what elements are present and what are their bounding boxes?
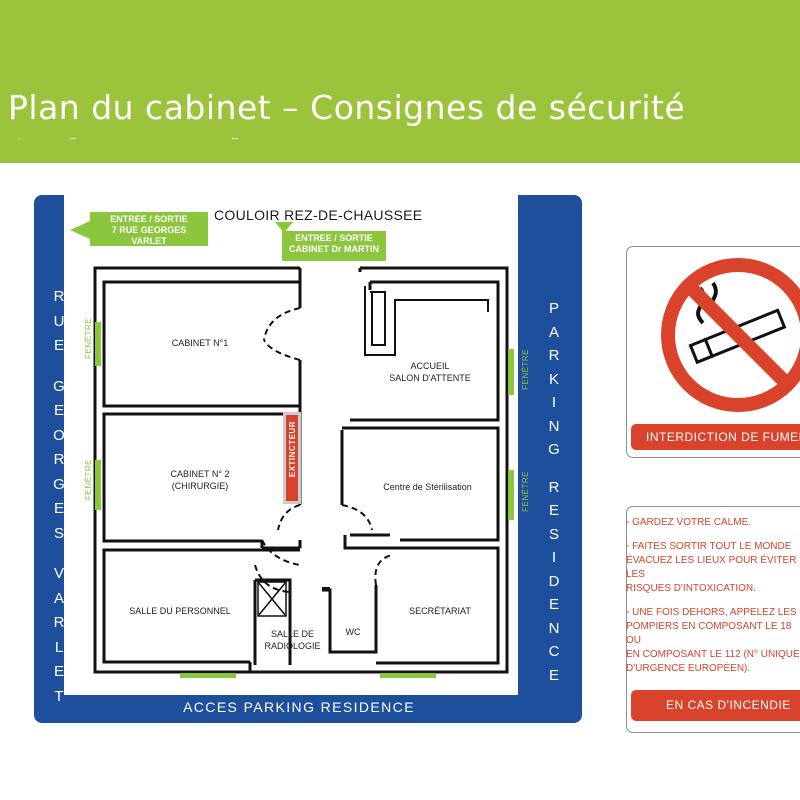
- fire-rule-3: - UNE FOIS DEHORS, APPELEZ LES POMPIERS …: [626, 607, 800, 674]
- room-wc: WC: [345, 627, 361, 637]
- fire-rule-1: - GARDEZ VOTRE CALME.: [626, 517, 752, 528]
- window-label: FENÊTRE: [84, 318, 93, 359]
- header-banner: Plan du cabinet – Consignes de sécurité: [0, 0, 800, 163]
- window-label: FENÊTRE: [84, 459, 93, 500]
- decor-dash: [18, 138, 20, 139]
- room-cabinet-2: CABINET N° 2 (CHIRURGIE): [170, 469, 230, 491]
- window-label: FENÊTRE: [521, 349, 530, 390]
- room-accueil: ACCUEIL SALON D'ATTENTE: [389, 361, 471, 383]
- window-right-2: [508, 470, 514, 520]
- window-left-1: [95, 322, 101, 366]
- extinguisher-marker: EXTINCTEUR: [283, 412, 301, 504]
- window-right-1: [508, 349, 514, 395]
- no-smoking-icon: [661, 258, 800, 412]
- entrance-cabinet-tag: ENTREE / SORTIE CABINET Dr MARTIN: [282, 231, 386, 261]
- room-radiologie: SALLE DE RADIOLOGIE: [264, 629, 321, 651]
- entrance-street-tag: ENTREE / SORTIE 7 RUE GEORGES VARLET: [90, 212, 208, 246]
- window-label: FENÊTRE: [384, 683, 427, 693]
- corridor-label: COULOIR REZ-DE-CHAUSSEE: [214, 207, 423, 223]
- arrow-left-icon: [70, 221, 90, 239]
- extinguisher-label: EXTINCTEUR: [288, 421, 297, 478]
- arrow-down-icon: [275, 222, 293, 233]
- decor-dash: [232, 138, 238, 139]
- page-title: Plan du cabinet – Consignes de sécurité: [8, 88, 686, 127]
- fire-rules-list: - GARDEZ VOTRE CALME. - FAITES SORTIR TO…: [626, 516, 800, 686]
- window-left-2: [95, 460, 101, 510]
- window-bottom-1: [180, 673, 236, 678]
- room-cabinet-1: CABINET N°1: [171, 338, 229, 348]
- window-bottom-2: [380, 673, 436, 678]
- fire-rule-2: - FAITES SORTIR TOUT LE MONDE ÉVACUEZ LE…: [626, 541, 797, 594]
- room-sterilisation: Centre de Stérilisation: [383, 482, 472, 492]
- fire-banner: EN CAS D'INCENDIE: [631, 690, 800, 721]
- room-secretariat: SECRÉTARIAT: [409, 606, 471, 616]
- window-label: FENÊTRE: [521, 471, 530, 512]
- window-label: FENÊTRE: [184, 683, 227, 693]
- room-personnel: SALLE DU PERSONNEL: [129, 606, 231, 616]
- decor-dash: [70, 138, 76, 139]
- bottom-access-label: ACCES PARKING RESIDENCE: [183, 699, 415, 715]
- no-smoking-banner: INTERDICTION DE FUMER: [631, 424, 800, 450]
